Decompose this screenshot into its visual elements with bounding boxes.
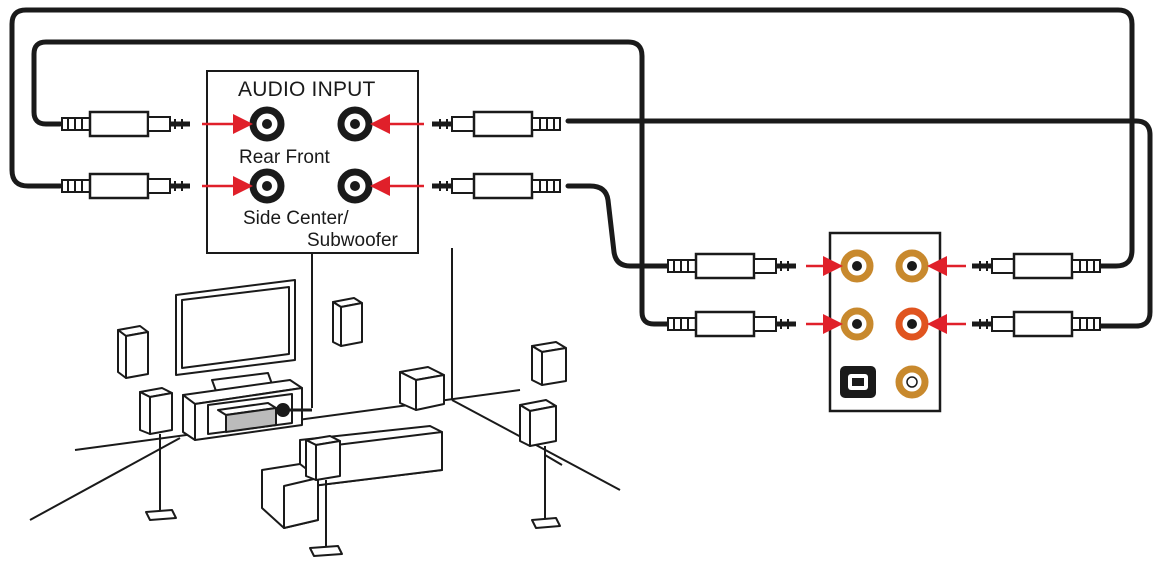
speaker-center-back xyxy=(399,366,445,411)
rear-jack xyxy=(249,106,285,142)
front-jack xyxy=(337,106,373,142)
subwoofer-label: Subwoofer xyxy=(307,230,398,251)
panel-jack-4 xyxy=(895,307,929,341)
speaker-wall-right xyxy=(332,297,363,347)
tv xyxy=(175,279,296,392)
panel-jack-1 xyxy=(840,249,874,283)
arrows-audio-input xyxy=(202,114,424,196)
speaker-floor-left xyxy=(139,387,177,521)
panel-jack-5 xyxy=(895,365,929,399)
tv-stand xyxy=(182,379,312,441)
speaker-floor-front xyxy=(305,435,343,557)
plug-front xyxy=(432,112,560,136)
rear-front-label: Rear Front xyxy=(239,147,330,168)
room-scene xyxy=(29,248,621,557)
cable-front xyxy=(565,118,1153,329)
plug-panel-3 xyxy=(668,312,796,336)
cable-rear xyxy=(31,39,671,327)
plug-panel-1 xyxy=(668,254,796,278)
plug-panel-2 xyxy=(972,254,1100,278)
plug-panel-4 xyxy=(972,312,1100,336)
plug-side xyxy=(62,174,190,198)
center-subwoofer-jack xyxy=(337,168,373,204)
audio-input-panel xyxy=(206,70,419,254)
speaker-wall-left xyxy=(117,325,149,379)
arrows-pc-panel xyxy=(806,256,966,334)
audio-input-title: AUDIO INPUT xyxy=(238,78,376,101)
cables xyxy=(9,7,1153,329)
cable-side xyxy=(9,7,1135,269)
side-jack xyxy=(249,168,285,204)
panel-jack-2 xyxy=(895,249,929,283)
plug-rear xyxy=(62,112,190,136)
panel-jack-3 xyxy=(840,307,874,341)
cable-center xyxy=(565,183,671,269)
couch xyxy=(261,425,443,529)
plug-center xyxy=(432,174,560,198)
side-center-label: Side Center/ xyxy=(243,208,349,229)
optical-port xyxy=(840,366,876,398)
speaker-floor-right xyxy=(519,341,567,529)
